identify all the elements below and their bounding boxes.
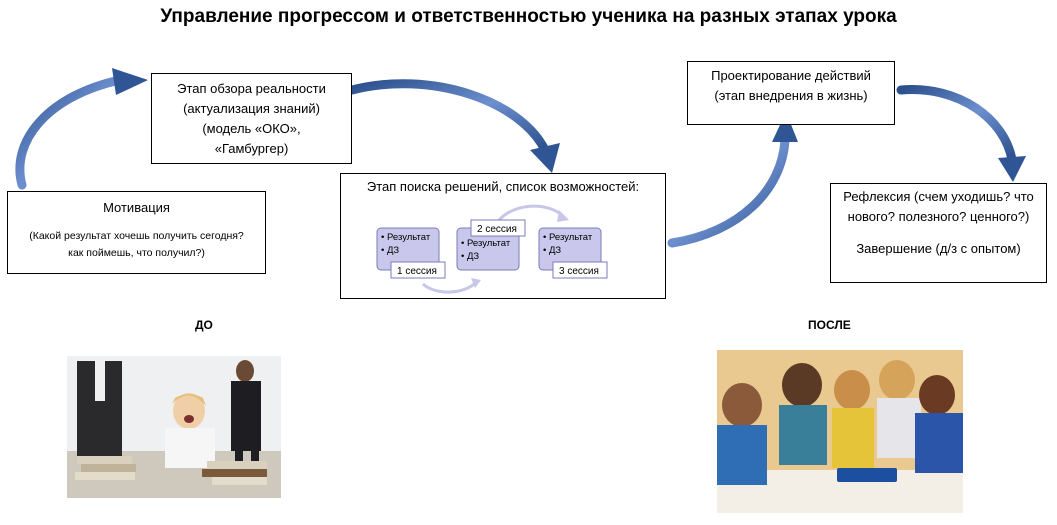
arrow-design-to-reflex (896, 85, 1026, 182)
label-before: ДО (195, 318, 213, 332)
after-illustration (717, 350, 963, 513)
motivation-line: (Какой результат хочешь получить сегодня… (29, 230, 244, 242)
card-2-item: • Результат (461, 238, 511, 249)
session-card-3: • Результат • ДЗ 3 сессия (538, 227, 608, 279)
card-1-item: • ДЗ (381, 245, 399, 256)
before-illustration (67, 356, 281, 498)
completion-line: Завершение (д/з с опытом) (856, 241, 1021, 256)
stage-search-box: Этап поиска решений, список возможностей… (340, 173, 666, 299)
card-3-item: • ДЗ (543, 245, 561, 256)
card-2-item: • ДЗ (461, 251, 479, 262)
photo-before (67, 356, 281, 498)
motivation-heading: Мотивация (103, 200, 170, 215)
arrow-review-to-search (347, 79, 560, 173)
design-line: (этап внедрения в жизнь) (714, 88, 868, 103)
card-3-item: • Результат (543, 232, 593, 243)
card-1-item: • Результат (381, 232, 431, 243)
cycle-arrow-bottom (421, 280, 478, 294)
page-title: Управление прогрессом и ответственностью… (160, 6, 897, 27)
card-2-session: 2 сессия (477, 224, 517, 235)
design-line: Проектирование действий (711, 68, 871, 83)
session-card-2: • Результат • ДЗ 2 сессия (456, 219, 526, 271)
photo-after (717, 350, 963, 513)
motivation-line: как поймешь, что получил?) (68, 247, 205, 259)
reflection-line: Рефлексия (счем уходишь? что (843, 189, 1034, 204)
reflection-line: нового? полезного? ценного?) (847, 209, 1030, 224)
card-3-session: 3 сессия (559, 266, 599, 277)
review-line: «Гамбургер) (214, 141, 289, 156)
stage-review-box: Этап обзора реальности (актуализация зна… (151, 73, 352, 164)
arrow-motivation-to-review (15, 68, 148, 190)
review-line: Этап обзора реальности (177, 81, 326, 96)
search-heading: Этап поиска решений, список возможностей… (366, 179, 640, 194)
stage-motivation-box: Мотивация (Какой результат хочешь получи… (7, 191, 266, 274)
review-line: (модель «ОКО», (202, 121, 301, 136)
session-card-1: • Результат • ДЗ 1 сессия (376, 227, 446, 279)
stage-reflection-box: Рефлексия (счем уходишь? что нового? пол… (830, 183, 1047, 283)
review-line: (актуализация знаний) (183, 101, 320, 116)
arrow-search-to-design (667, 112, 798, 248)
card-1-session: 1 сессия (397, 266, 437, 277)
sessions-diagram: • Результат • ДЗ 1 сессия • Результат • … (376, 204, 608, 294)
stage-design-box: Проектирование действий (этап внедрения … (687, 61, 895, 125)
label-after: ПОСЛЕ (808, 318, 851, 332)
